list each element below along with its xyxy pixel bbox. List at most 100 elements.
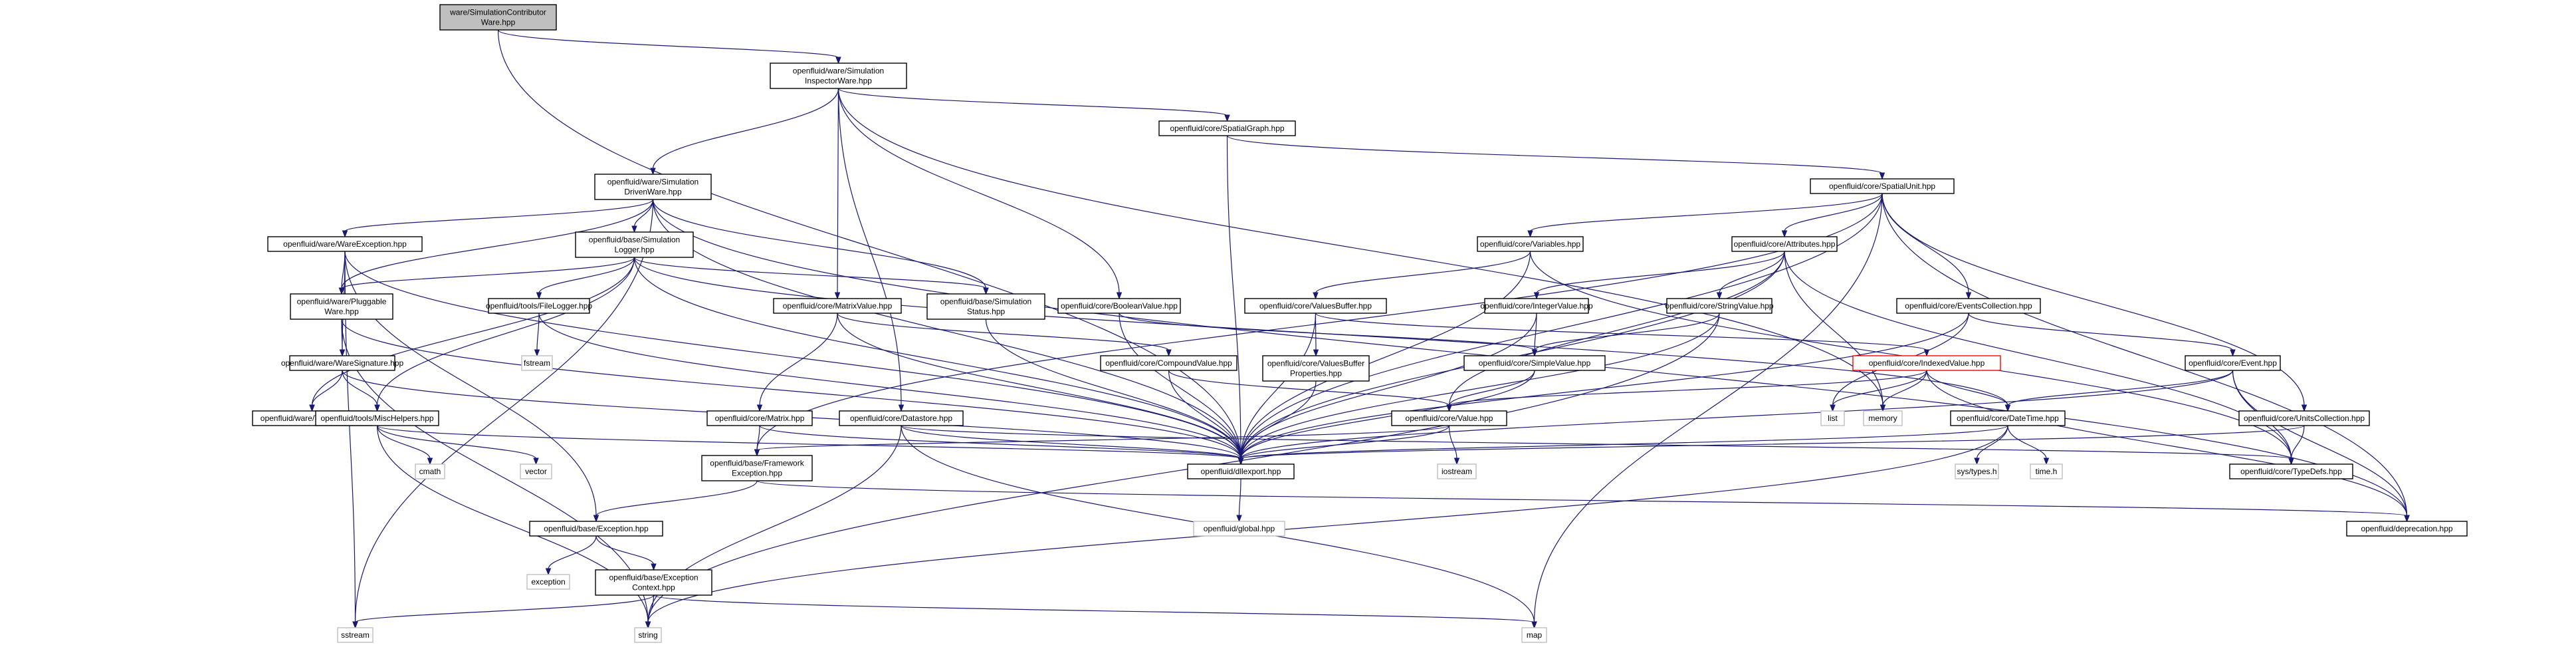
node-memory[interactable]: memory xyxy=(1863,410,1903,426)
node-label: openfluid/ware/WareSignature.hpp xyxy=(281,358,404,368)
node-openfluid-core-variables-hpp[interactable]: openfluid/core/Variables.hpp xyxy=(1477,236,1584,252)
arrowhead-n6-n9 xyxy=(338,287,345,295)
node-sys-types-h[interactable]: sys/types.h xyxy=(1955,463,1999,479)
edge-n0-n34 xyxy=(497,29,1241,459)
arrowhead-n43-n45 xyxy=(545,568,552,576)
node-box xyxy=(526,574,570,590)
arrowhead-n1-n28 xyxy=(898,404,905,412)
node-box xyxy=(315,410,439,426)
node-box xyxy=(1391,410,1507,426)
node-openfluid-core-value-hpp[interactable]: openfluid/core/Value.hpp xyxy=(1391,410,1507,426)
node-openfluid-tools-filelogger-hpp[interactable]: openfluid/tools/FileLogger.hpp xyxy=(486,298,592,314)
node-iostream[interactable]: iostream xyxy=(1437,463,1477,479)
arrowhead-n4-n7 xyxy=(1527,230,1533,238)
node-label: openfluid/core/Matrix.hpp xyxy=(715,414,805,423)
node-label: openfluid/dllexport.hpp xyxy=(1201,467,1281,476)
arrowhead-n1-n2 xyxy=(1224,114,1230,122)
node-openfluid-core-datastore-hpp[interactable]: openfluid/core/Datastore.hpp xyxy=(839,410,964,426)
node-box xyxy=(1244,298,1387,314)
node-openfluid-core-unitscollection-hpp[interactable]: openfluid/core/UnitsCollection.hpp xyxy=(2238,410,2370,426)
node-openfluid-deprecation-hpp[interactable]: openfluid/deprecation.hpp xyxy=(2346,521,2468,537)
node-openfluid-core-datetime-hpp[interactable]: openfluid/core/DateTime.hpp xyxy=(1950,410,2066,426)
node-box xyxy=(290,293,393,320)
edge-n14-n23 xyxy=(1315,313,1927,351)
edge-n9-n34 xyxy=(341,319,1241,459)
node-cmath[interactable]: cmath xyxy=(415,463,445,479)
node-openfluid-base-exception-hpp[interactable]: openfluid/base/Exception.hpp xyxy=(529,521,663,537)
node-openfluid-core-valuesbuffer-hpp[interactable]: openfluid/core/ValuesBuffer.hpp xyxy=(1244,298,1387,314)
node-map[interactable]: map xyxy=(1521,627,1547,643)
edge-n46-n47 xyxy=(354,594,655,623)
edge-n5-n34 xyxy=(344,251,1241,459)
node-label: openfluid/ware/Pluggable xyxy=(297,297,387,307)
edge-n26-n36 xyxy=(376,425,431,459)
node-time-h[interactable]: time.h xyxy=(2030,463,2063,479)
arrowhead-n26-n36 xyxy=(427,457,433,465)
arrowhead-n11-n20 xyxy=(1166,349,1172,357)
node-label: openfluid/core/UnitsCollection.hpp xyxy=(2244,414,2365,423)
node-openfluid-core-attributes-hpp[interactable]: openfluid/core/Attributes.hpp xyxy=(1731,236,1838,252)
node-openfluid-tools-mischelpers-hpp[interactable]: openfluid/tools/MiscHelpers.hpp xyxy=(315,410,439,426)
edge-n32-n34 xyxy=(1240,425,2008,459)
arrowhead-n32-n40 xyxy=(1974,457,1980,465)
node-openfluid-ware-simulation-inspectorware-hpp[interactable]: openfluid/ware/SimulationInspectorWare.h… xyxy=(770,63,907,89)
edge-n22-n34 xyxy=(1240,370,1535,459)
node-label: openfluid/global.hpp xyxy=(1204,524,1275,533)
node-openfluid-core-eventscollection-hpp[interactable]: openfluid/core/EventsCollection.hpp xyxy=(1896,298,2041,314)
node-label: vector xyxy=(525,467,547,476)
node-openfluid-ware-wareexception-hpp[interactable]: openfluid/ware/WareException.hpp xyxy=(267,236,423,252)
node-openfluid-core-booleanvalue-hpp[interactable]: openfluid/core/BooleanValue.hpp xyxy=(1057,298,1181,314)
edge-n23-n32 xyxy=(1926,370,2008,406)
edge-n6-n10 xyxy=(538,257,635,294)
node-label: openfluid/core/EventsCollection.hpp xyxy=(1905,301,2032,311)
node-openfluid-core-simplevalue-hpp[interactable]: openfluid/core/SimpleValue.hpp xyxy=(1463,355,1606,371)
edge-n4-n8 xyxy=(1784,193,1883,232)
arrowhead-n4-n17 xyxy=(1965,292,1972,300)
node-openfluid-core-event-hpp[interactable]: openfluid/core/Event.hpp xyxy=(2185,355,2281,371)
node-openfluid-core-matrix-hpp[interactable]: openfluid/core/Matrix.hpp xyxy=(706,410,813,426)
node-label: openfluid/core/SpatialUnit.hpp xyxy=(1829,182,1935,191)
node-openfluid-global-hpp[interactable]: openfluid/global.hpp xyxy=(1193,521,1285,537)
node-fstream[interactable]: fstream xyxy=(521,355,553,371)
edge-n4-n7 xyxy=(1529,193,1883,232)
node-exception[interactable]: exception xyxy=(526,574,570,590)
arrowhead-n1-n13 xyxy=(1116,292,1123,300)
node-label: Context.hpp xyxy=(632,583,675,592)
node-openfluid-core-compoundvalue-hpp[interactable]: openfluid/core/CompoundValue.hpp xyxy=(1100,355,1237,371)
node-label: memory xyxy=(1868,414,1897,423)
arrowhead-n38-n44 xyxy=(2404,515,2410,523)
node-openfluid-core-valuesbuffer-properties-hpp[interactable]: openfluid/core/ValuesBufferProperties.hp… xyxy=(1262,355,1370,382)
node-label: openfluid/base/Exception xyxy=(609,573,698,583)
node-openfluid-core-spatialgraph-hpp[interactable]: openfluid/core/SpatialGraph.hpp xyxy=(1158,120,1296,136)
node-openfluid-core-typedefs-hpp[interactable]: openfluid/core/TypeDefs.hpp xyxy=(2229,463,2353,479)
node-openfluid-core-integervalue-hpp[interactable]: openfluid/core/IntegerValue.hpp xyxy=(1480,298,1593,314)
edge-n8-n31 xyxy=(1784,251,1883,406)
node-string[interactable]: string xyxy=(634,627,662,643)
node-openfluid-ware-waresignature-hpp[interactable]: openfluid/ware/WareSignature.hpp xyxy=(281,355,404,371)
node-list[interactable]: list xyxy=(1820,410,1845,426)
node-openfluid-core-stringvalue-hpp[interactable]: openfluid/core/StringValue.hpp xyxy=(1665,298,1774,314)
node-label: openfluid/core/StringValue.hpp xyxy=(1665,301,1774,311)
node-box xyxy=(839,410,964,426)
node-openfluid-core-spatialunit-hpp[interactable]: openfluid/core/SpatialUnit.hpp xyxy=(1810,178,1955,194)
node-vector[interactable]: vector xyxy=(520,463,552,479)
edge-n2-n4 xyxy=(1226,135,1883,174)
node-openfluid-dllexport-hpp[interactable]: openfluid/dllexport.hpp xyxy=(1187,463,1295,479)
node-openfluid-core-indexedvalue-hpp[interactable]: openfluid/core/IndexedValue.hpp xyxy=(1852,355,2001,371)
edge-n43-n45 xyxy=(548,535,597,570)
node-box xyxy=(1100,355,1237,371)
arrowhead-n29-n39 xyxy=(1453,457,1460,465)
node-label: sstream xyxy=(341,630,370,640)
node-box xyxy=(2185,355,2281,371)
node-sstream[interactable]: sstream xyxy=(337,627,374,643)
arrowhead-n0-n1 xyxy=(835,57,841,65)
node-openfluid-core-matrixvalue-hpp[interactable]: openfluid/core/MatrixValue.hpp xyxy=(773,298,902,314)
